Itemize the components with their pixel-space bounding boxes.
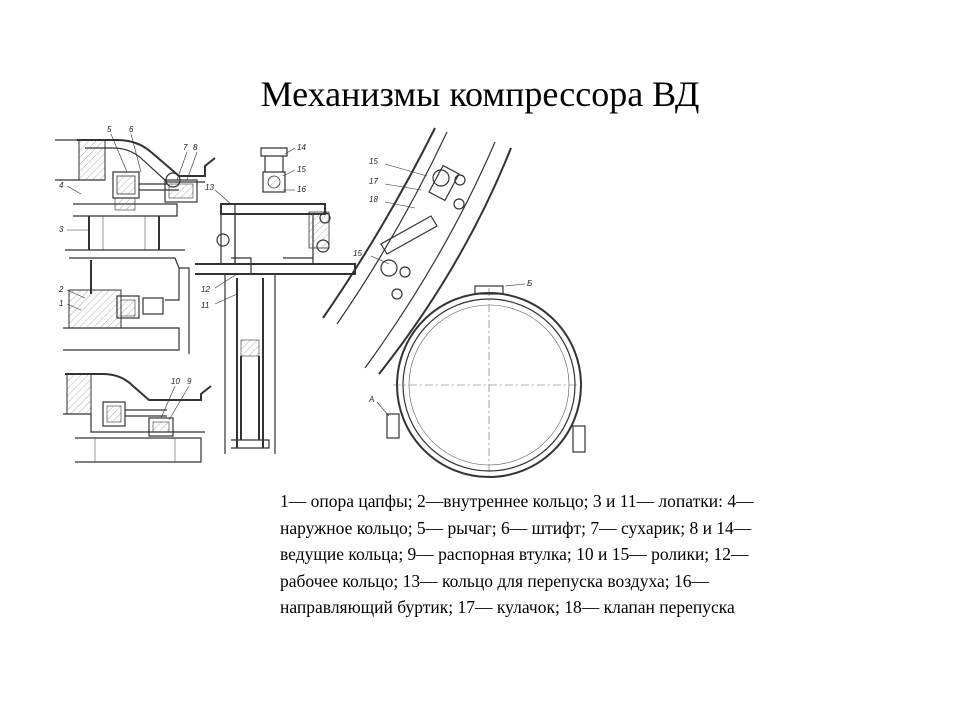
caption-line-5: направляющий буртик; 17— кулачок; 18— кл… (280, 597, 735, 617)
caption-line-1: 1— опора цапфы; 2—внутреннее кольцо; 3 и… (280, 491, 754, 511)
section-lower-left: 10 9 (63, 373, 212, 463)
label-12: 12 (201, 285, 210, 294)
label-7: 7 (183, 143, 188, 152)
label-15-arc-top: 15 (369, 157, 378, 166)
label-5: 5 (107, 125, 112, 134)
label-8: 8 (193, 143, 198, 152)
caption-line-2: наружное кольцо; 5— рычаг; 6— штифт; 7— … (280, 517, 752, 538)
label-9: 9 (187, 377, 192, 386)
label-1: 1 (59, 299, 63, 308)
section-upper-left: 5 6 7 8 4 3 2 1 (55, 125, 216, 354)
label-15-arc-bottom: 15 (353, 249, 362, 258)
compressor-mechanism-drawing: 5 6 7 8 4 3 2 1 10 9 (55, 125, 586, 480)
label-13: 13 (205, 183, 214, 192)
section-ring: Б А (368, 279, 586, 480)
legend-caption: 1— опора цапфы; 2—внутреннее кольцо; 3 и… (280, 488, 880, 621)
caption-line-3: ведущие кольца; 9— распорная втулка; 10 … (280, 544, 749, 564)
label-16: 16 (297, 185, 306, 194)
label-A: А (368, 395, 374, 404)
section-arc: 15 17 18 15 (322, 127, 512, 375)
label-2: 2 (58, 285, 64, 294)
label-3: 3 (59, 225, 64, 234)
label-18: 18 (369, 195, 378, 204)
caption-line-4: рабочее кольцо; 13— кольцо для перепуска… (280, 570, 709, 591)
label-6: 6 (129, 125, 134, 134)
label-14: 14 (297, 143, 306, 152)
section-middle: 14 15 16 13 12 11 (195, 143, 356, 454)
label-11: 11 (201, 301, 209, 310)
slide-title: Механизмы компрессора ВД (260, 74, 700, 114)
label-15-middle: 15 (297, 165, 306, 174)
label-17: 17 (369, 177, 378, 186)
label-10: 10 (171, 377, 180, 386)
label-B: Б (527, 279, 532, 288)
label-4: 4 (59, 181, 64, 190)
